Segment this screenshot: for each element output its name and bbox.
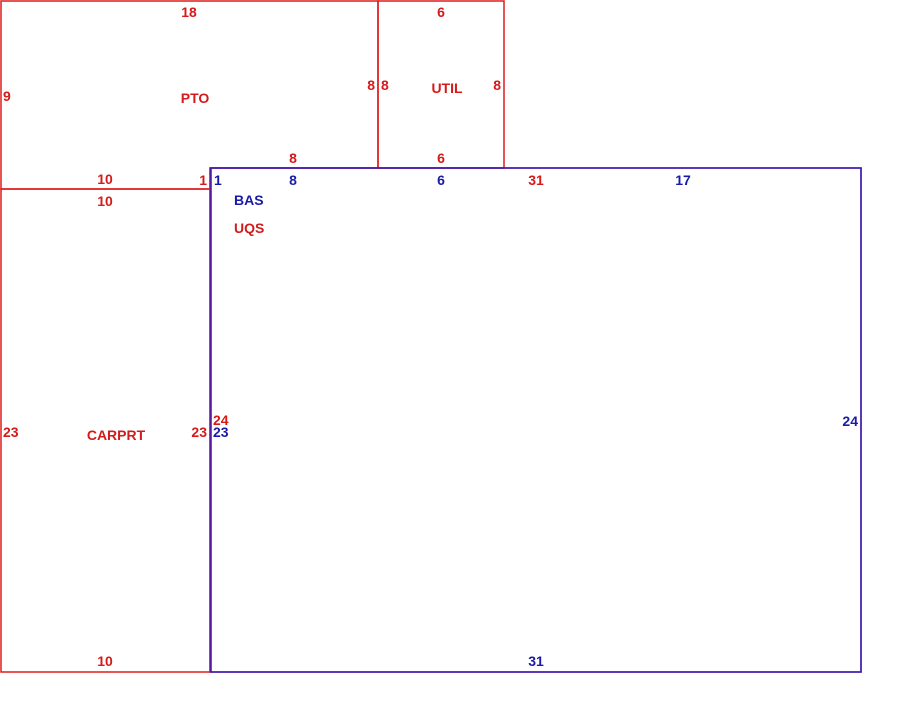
bas-dim-top-c: 17 [675,172,691,188]
util-dim-left: 8 [381,77,389,93]
uqs-outline [209,167,862,673]
bas-outline [210,167,862,673]
util-dim-top: 6 [437,4,445,20]
pto-label: PTO [181,90,210,106]
pto-dim-bottom: 8 [289,150,297,166]
util-dim-bottom: 6 [437,150,445,166]
uqs-label: UQS [234,220,264,236]
bas-dim-bottom: 31 [528,653,544,669]
util-dim-right: 8 [493,77,501,93]
carport-label: CARPRT [87,427,146,443]
carport-dim-right: 23 [191,424,207,440]
bas-dim-right: 24 [842,413,858,429]
uqs-dim-left: 24 [213,412,229,428]
carport-dim-left: 23 [3,424,19,440]
util-label: UTIL [431,80,463,96]
bas-dim-corner: 1 [214,172,222,188]
uqs-dim-top: 31 [528,172,544,188]
pto-dim-stub: 1 [199,172,207,188]
pto-dim-right: 8 [367,77,375,93]
pto-dim-bottom-left: 10 [97,171,113,187]
bas-dim-top-a: 8 [289,172,297,188]
bas-dim-top-b: 6 [437,172,445,188]
carport-dim-top: 10 [97,193,113,209]
pto-dim-left: 9 [3,88,11,104]
bas-label: BAS [234,192,264,208]
bas-dim-left: 23 [213,424,229,440]
pto-dim-top: 18 [181,4,197,20]
carport-dim-bottom: 10 [97,653,113,669]
